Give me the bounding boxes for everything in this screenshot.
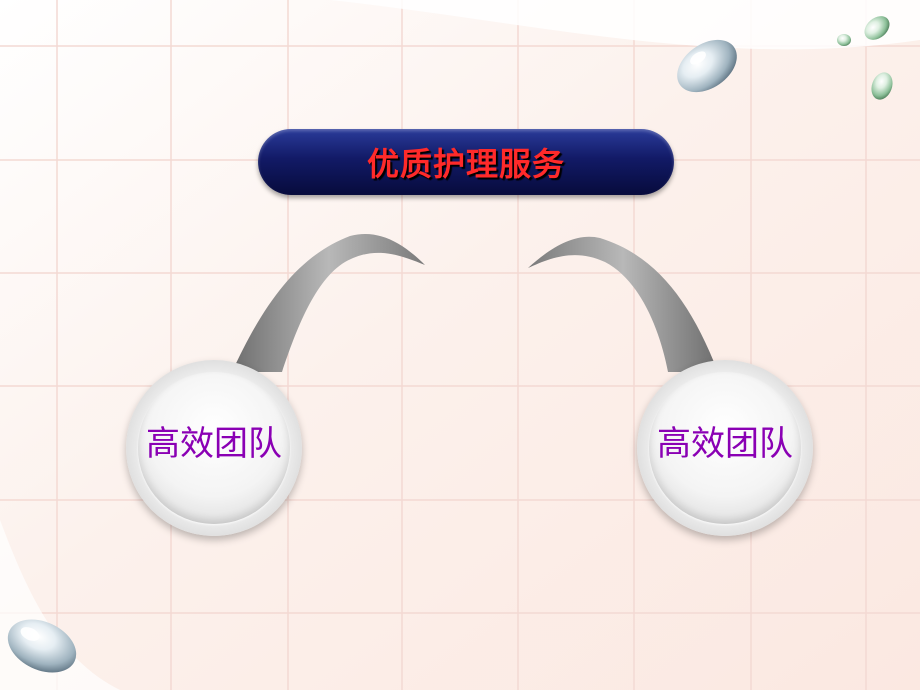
connector-right <box>528 236 718 372</box>
water-droplet-icon <box>7 619 77 673</box>
node-left-label: 高效团队 <box>146 424 282 464</box>
node-right-inner <box>649 372 801 524</box>
water-droplet-icon <box>871 72 893 100</box>
node-right: 高效团队 <box>637 360 813 536</box>
node-left: 高效团队 <box>126 360 302 536</box>
connector-left <box>232 233 425 372</box>
title-banner: 优质护理服务 <box>258 129 674 195</box>
water-droplet-icon <box>837 16 890 46</box>
node-right-label: 高效团队 <box>657 424 793 464</box>
water-droplet-icon <box>677 39 737 93</box>
node-left-inner <box>138 372 290 524</box>
title-text: 优质护理服务 <box>366 145 565 183</box>
